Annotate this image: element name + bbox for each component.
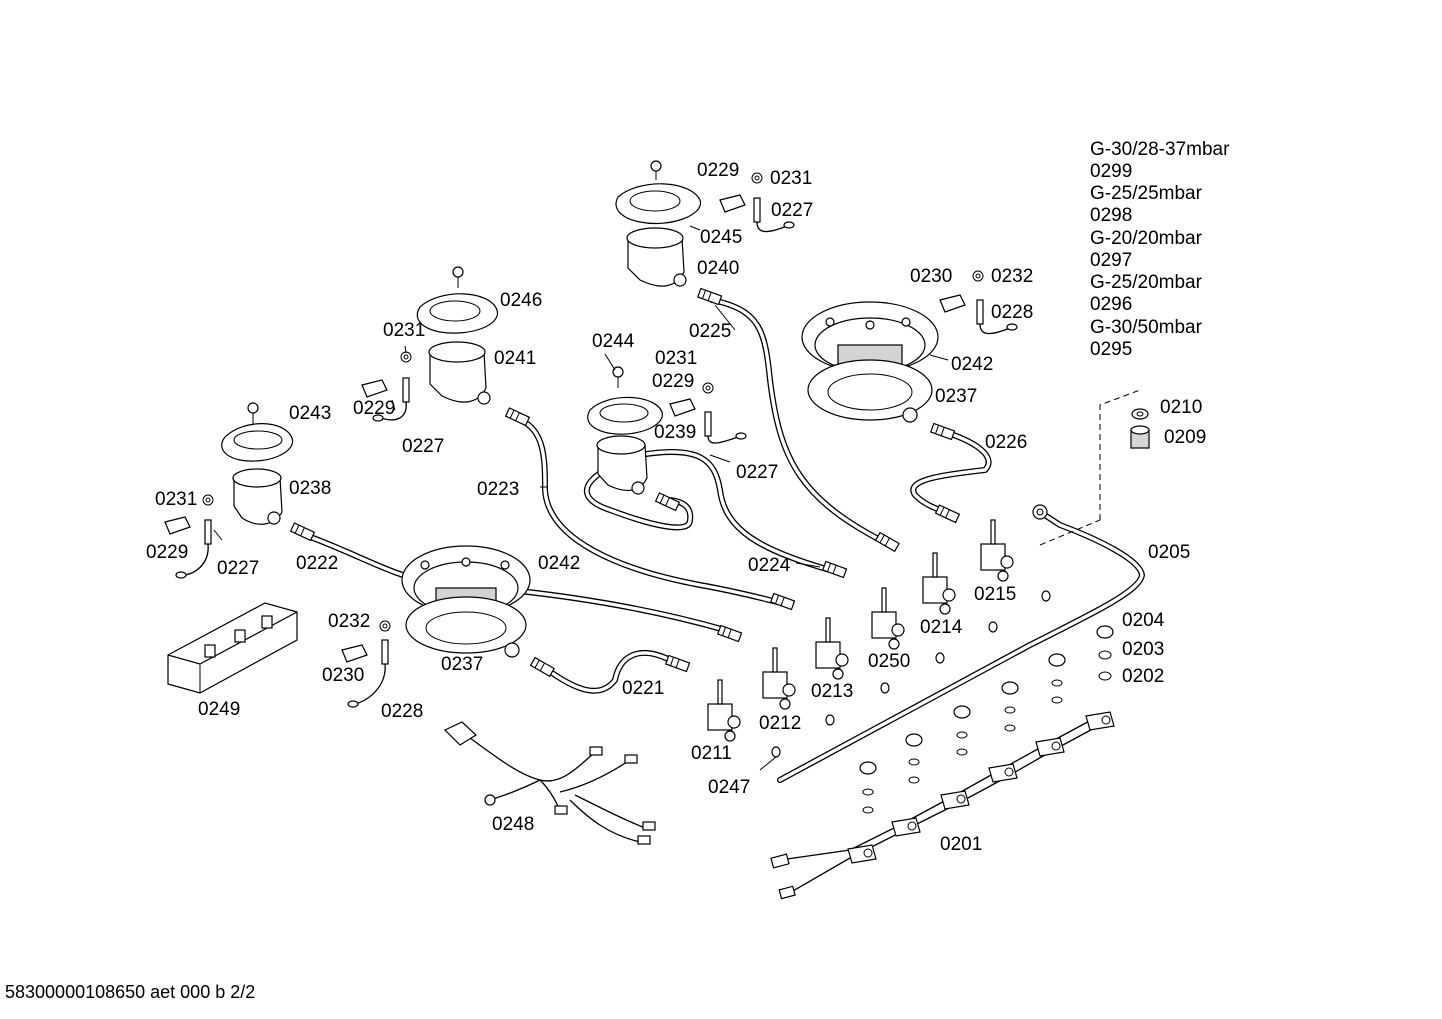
part-labels: 0229 0231 0227 0245 0240 0230 0232 0228 … bbox=[146, 160, 1206, 855]
part-label-0213: 0213 bbox=[811, 681, 853, 702]
part-label-0215: 0215 bbox=[974, 584, 1016, 605]
gas-variant-2-code: 0297 bbox=[1090, 250, 1132, 271]
part-label-0232: 0232 bbox=[328, 611, 370, 632]
part-label-0212: 0212 bbox=[759, 713, 801, 734]
part-label-0232: 0232 bbox=[991, 266, 1033, 287]
fitting-0209-0210 bbox=[1039, 389, 1150, 546]
part-label-0229: 0229 bbox=[697, 160, 739, 181]
part-label-0249: 0249 bbox=[198, 699, 240, 720]
gas-variant-2-gas: G-20/20mbar bbox=[1090, 228, 1203, 249]
part-label-0240: 0240 bbox=[697, 258, 739, 279]
burner-center bbox=[587, 366, 663, 495]
gas-variant-3-code: 0296 bbox=[1090, 294, 1132, 315]
part-label-0248: 0248 bbox=[492, 814, 534, 835]
part-label-0246: 0246 bbox=[500, 290, 542, 311]
gas-variant-list: G-30/28-37mbar 0299 G-25/25mbar 0298 G-2… bbox=[1090, 139, 1230, 360]
part-label-0224: 0224 bbox=[748, 555, 791, 576]
part-label-0204: 0204 bbox=[1122, 610, 1165, 631]
ignition-module bbox=[167, 602, 298, 694]
part-label-0241: 0241 bbox=[494, 348, 536, 369]
part-label-0231: 0231 bbox=[770, 168, 812, 189]
part-label-0247: 0247 bbox=[708, 777, 750, 798]
part-label-0228: 0228 bbox=[991, 302, 1033, 323]
part-label-0243: 0243 bbox=[289, 403, 331, 424]
manifold-nuts bbox=[771, 590, 1051, 758]
part-label-0202: 0202 bbox=[1122, 666, 1164, 687]
part-label-0211: 0211 bbox=[691, 743, 732, 764]
part-label-0245: 0245 bbox=[700, 227, 742, 248]
part-label-0225: 0225 bbox=[689, 321, 731, 342]
part-label-0203: 0203 bbox=[1122, 639, 1164, 660]
part-label-0239: 0239 bbox=[654, 422, 696, 443]
part-label-0226: 0226 bbox=[985, 432, 1027, 453]
gas-variant-1-code: 0298 bbox=[1090, 205, 1132, 226]
part-label-0229: 0229 bbox=[146, 542, 188, 563]
gas-pipes bbox=[302, 297, 1145, 783]
thermocouples bbox=[164, 172, 1018, 708]
part-label-0231: 0231 bbox=[383, 320, 425, 341]
part-label-0205: 0205 bbox=[1148, 542, 1190, 563]
part-label-0222: 0222 bbox=[296, 553, 338, 574]
part-label-0210: 0210 bbox=[1160, 397, 1202, 418]
part-label-0227: 0227 bbox=[402, 436, 444, 457]
pipe-fittings bbox=[289, 287, 1048, 678]
burner-rear-left bbox=[416, 266, 498, 405]
part-label-0230: 0230 bbox=[322, 665, 364, 686]
part-label-0229: 0229 bbox=[353, 398, 395, 419]
part-label-0231: 0231 bbox=[655, 348, 697, 369]
part-label-0221: 0221 bbox=[622, 678, 664, 699]
part-label-0237: 0237 bbox=[935, 386, 977, 407]
part-label-0230: 0230 bbox=[910, 266, 952, 287]
part-label-0242: 0242 bbox=[951, 354, 993, 375]
document-footer: 58300000108650 aet 000 b 2/2 bbox=[5, 982, 255, 1002]
gas-variant-4-code: 0295 bbox=[1090, 339, 1132, 360]
burner-left bbox=[221, 402, 294, 525]
gas-variant-0-gas: G-30/28-37mbar bbox=[1090, 139, 1230, 160]
gas-valves bbox=[707, 519, 1014, 742]
part-label-0209: 0209 bbox=[1164, 427, 1206, 448]
washers bbox=[859, 625, 1114, 814]
part-label-0228: 0228 bbox=[381, 701, 423, 722]
part-label-0223: 0223 bbox=[477, 479, 519, 500]
burner-rear-center bbox=[615, 160, 701, 287]
part-label-0238: 0238 bbox=[289, 478, 331, 499]
wok-burner-left bbox=[401, 545, 531, 658]
ignition-harness bbox=[770, 711, 1115, 900]
wok-burner-right bbox=[801, 301, 939, 423]
part-label-0214: 0214 bbox=[920, 617, 963, 638]
part-label-0250: 0250 bbox=[868, 651, 910, 672]
part-label-0229: 0229 bbox=[652, 371, 694, 392]
gas-variant-0-code: 0299 bbox=[1090, 161, 1132, 182]
gas-variant-4-gas: G-30/50mbar bbox=[1090, 317, 1203, 338]
wiring-harness bbox=[443, 721, 656, 845]
part-label-0237: 0237 bbox=[441, 654, 483, 675]
part-label-0227: 0227 bbox=[736, 462, 778, 483]
part-label-0242: 0242 bbox=[538, 553, 580, 574]
leader-lines bbox=[213, 225, 949, 771]
part-label-0201: 0201 bbox=[940, 834, 982, 855]
part-label-0231: 0231 bbox=[155, 489, 197, 510]
part-label-0227: 0227 bbox=[217, 558, 259, 579]
part-label-0244: 0244 bbox=[592, 331, 635, 352]
gas-variant-3-gas: G-25/20mbar bbox=[1090, 272, 1203, 293]
gas-variant-1-gas: G-25/25mbar bbox=[1090, 183, 1203, 204]
part-label-0227: 0227 bbox=[771, 200, 813, 221]
